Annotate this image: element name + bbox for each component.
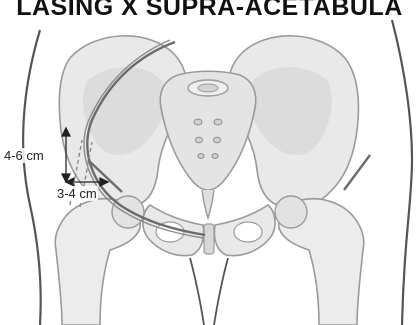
foramen-left-3 <box>198 154 204 159</box>
foramen-right-3 <box>212 154 218 159</box>
foramen-right-1 <box>214 119 222 125</box>
vertical-distance-label: 4-6 cm <box>3 148 45 163</box>
right-femoral-head <box>275 196 307 228</box>
pelvic-floor-line-left <box>190 258 204 325</box>
pelvic-floor-line-right <box>214 258 228 325</box>
l5-canal <box>198 84 218 92</box>
foramen-left-2 <box>196 137 203 143</box>
left-femoral-head <box>112 196 144 228</box>
foramen-right-2 <box>214 137 221 143</box>
body-outline-left <box>23 30 41 325</box>
pubic-symphysis <box>204 224 214 254</box>
right-obturator-foramen <box>234 222 262 242</box>
figure-title: LASING X SUPRA-ACETABULA <box>0 0 419 20</box>
body-outline-right <box>392 20 412 325</box>
horizontal-distance-label: 3-4 cm <box>56 186 98 201</box>
coccyx <box>202 190 214 218</box>
foramen-left-1 <box>194 119 202 125</box>
